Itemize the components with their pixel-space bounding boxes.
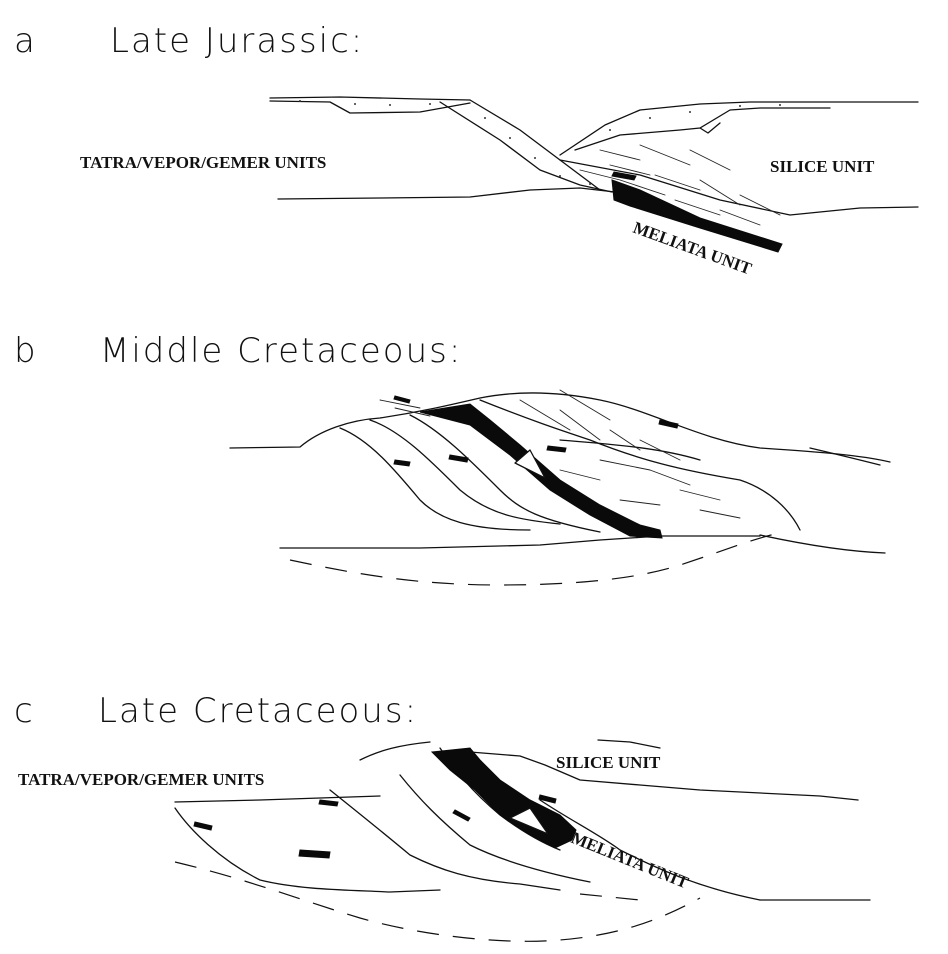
panel-c-label-left: TATRA/VEPOR/GEMER UNITS	[18, 770, 264, 789]
panel-a-label-right: SILICE UNIT	[770, 157, 875, 176]
panel-b-cross-section	[230, 390, 890, 585]
panel-c: c Late Cretaceous:	[14, 691, 870, 941]
panel-b-title: Middle Cretaceous:	[100, 331, 462, 371]
panel-c-letter: c	[14, 691, 33, 731]
panel-c-label-meliata: MELIATA UNIT	[569, 828, 692, 893]
panel-c-cross-section	[175, 740, 870, 941]
panel-a: a Late Jurassic:	[14, 21, 918, 279]
panel-c-title: Late Cretaceous:	[98, 691, 418, 731]
panel-a-label-left: TATRA/VEPOR/GEMER UNITS	[80, 153, 326, 172]
meliata-slab-c	[432, 748, 576, 848]
panel-c-label-right: SILICE UNIT	[556, 753, 661, 772]
panel-a-title: Late Jurassic:	[110, 21, 364, 61]
panel-a-label-meliata: MELIATA UNIT	[631, 218, 755, 279]
panel-b-letter: b	[14, 331, 36, 371]
panel-b: b Middle Cretaceous:	[14, 331, 890, 585]
panel-a-letter: a	[14, 21, 35, 61]
